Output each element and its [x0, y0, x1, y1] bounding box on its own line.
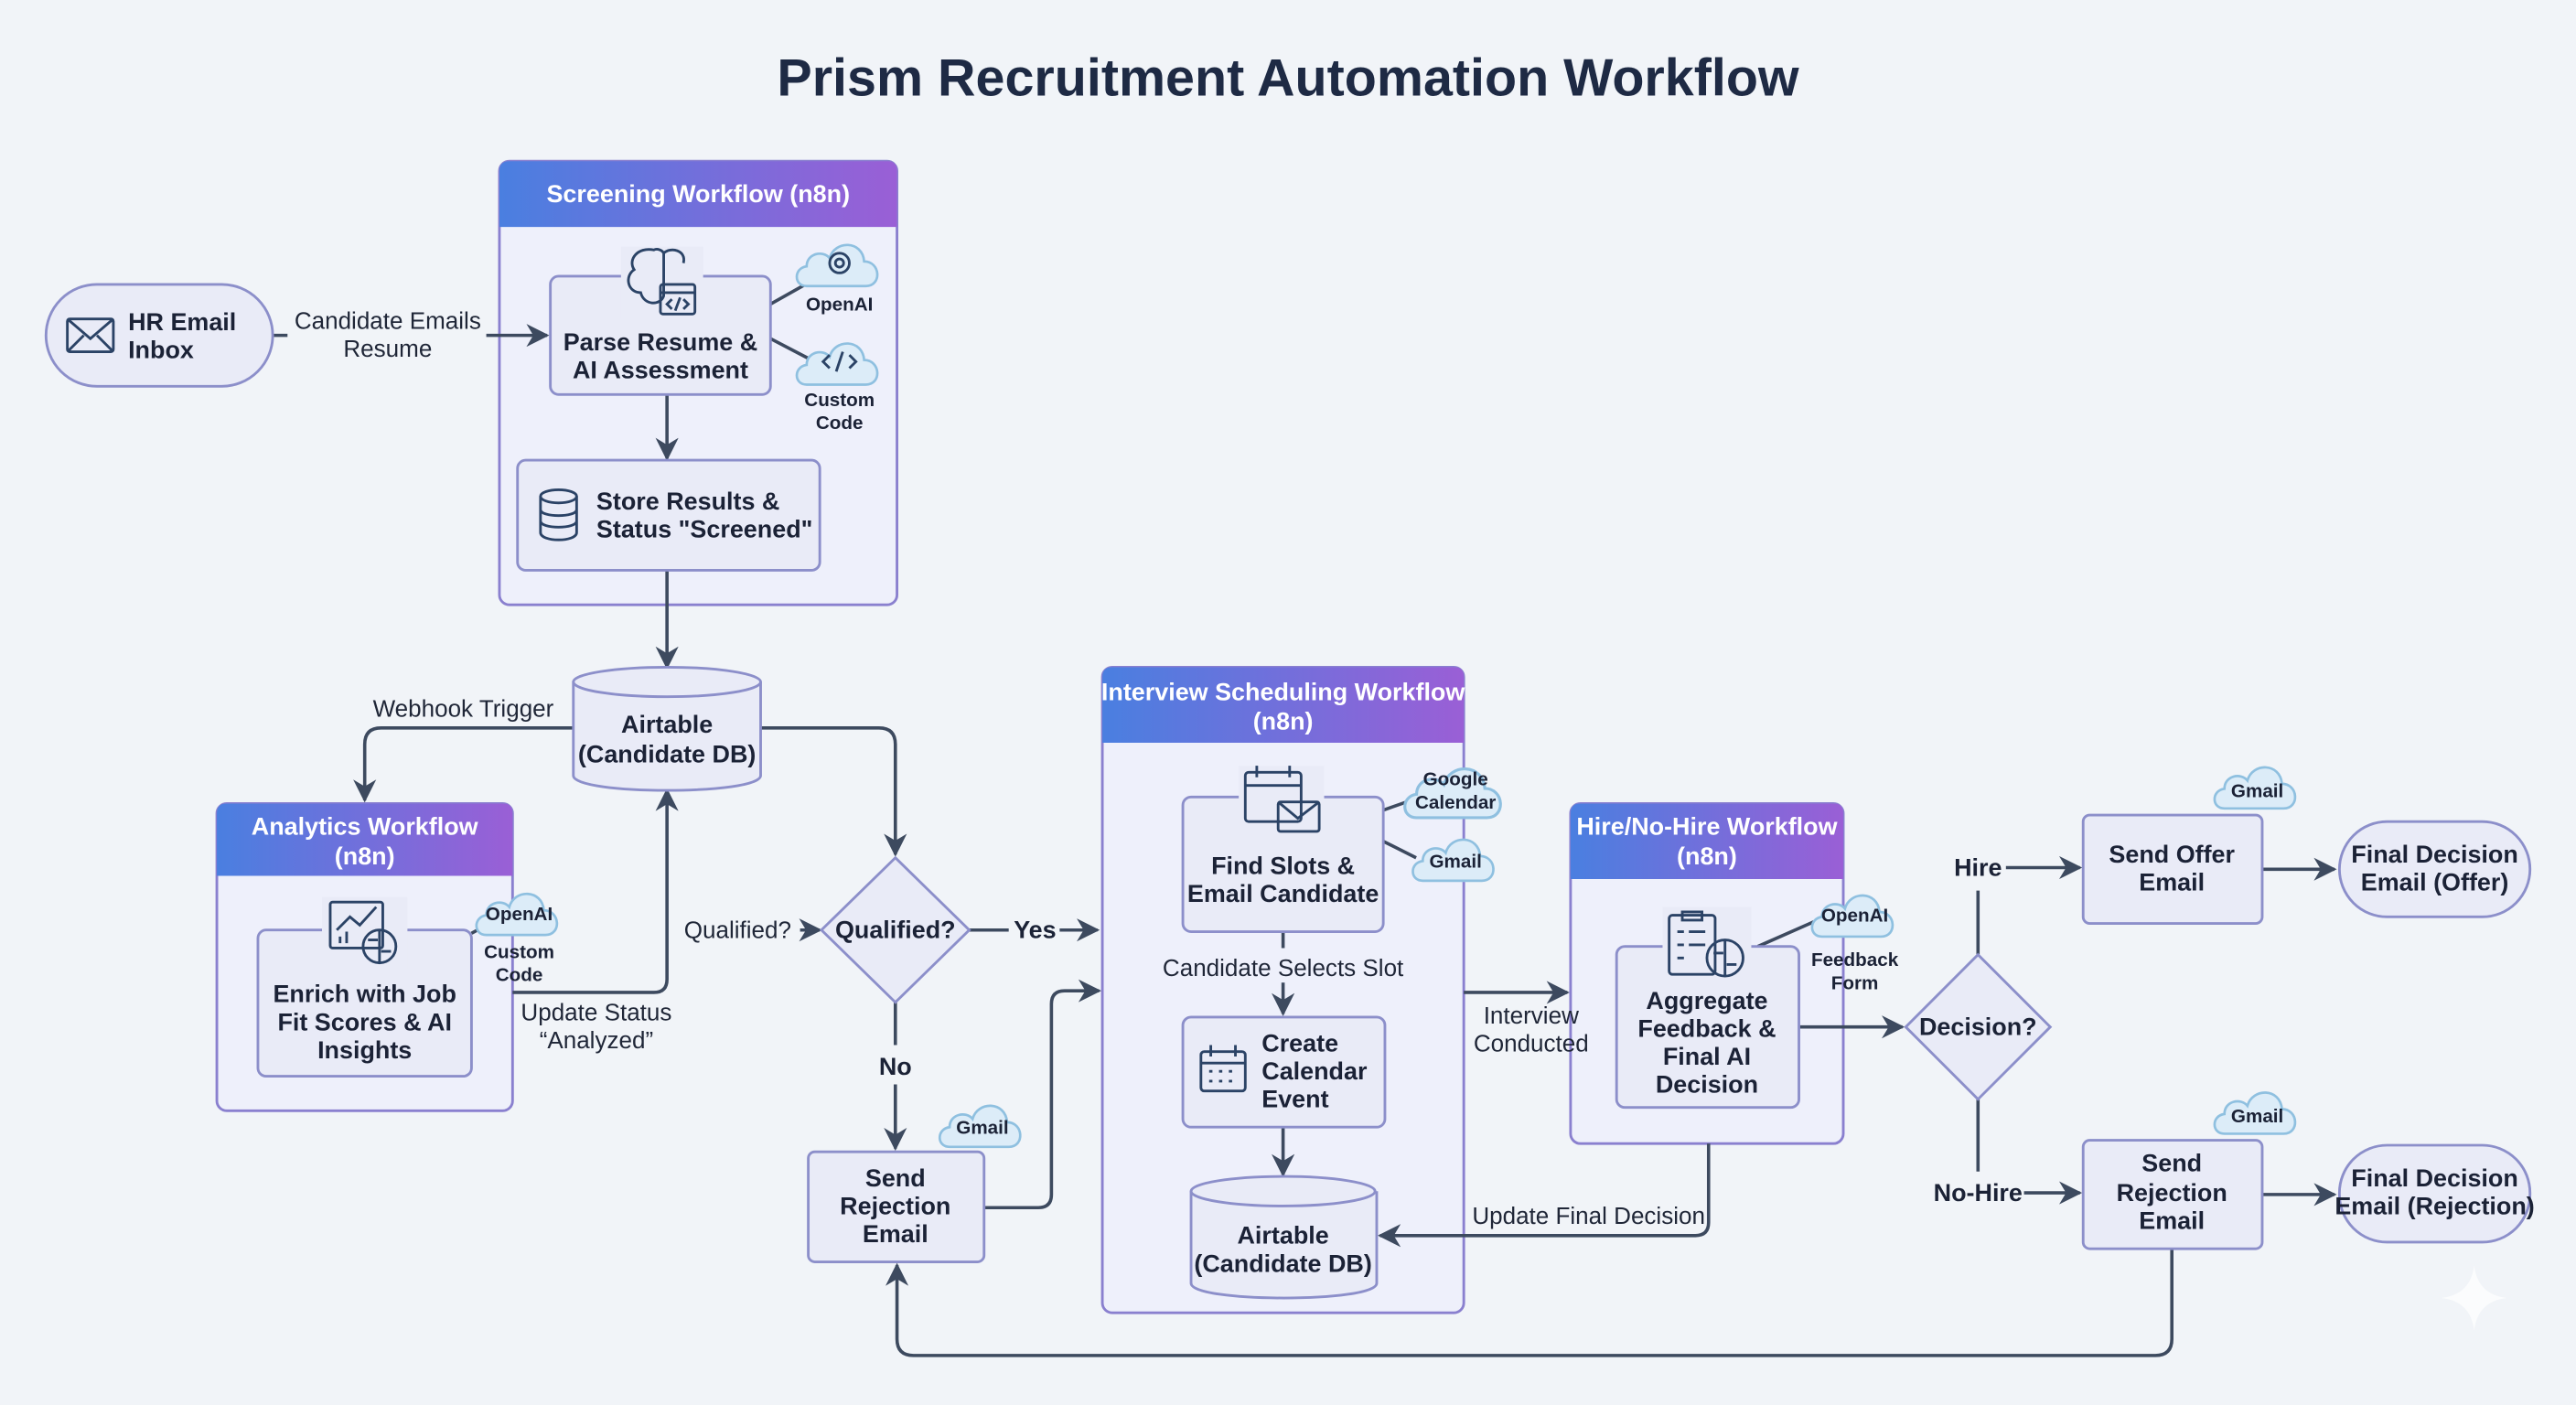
connector-rejection-to-interview [983, 979, 1101, 1210]
database-icon [539, 488, 578, 542]
qualified-label: Qualified? [835, 917, 956, 944]
node-airtable-candidate-db-2[interactable]: Airtable(Candidate DB) [1189, 1174, 1379, 1300]
service-gmail-rejection-2[interactable]: Gmail [2213, 1091, 2297, 1135]
gmail-rejection-2-label: Gmail [2231, 1106, 2283, 1127]
edge-label-update-status: Update Status“Analyzed” [521, 999, 671, 1055]
brain-code-icon [620, 246, 703, 319]
chart-brain-icon [322, 896, 408, 970]
envelope-icon [66, 317, 115, 354]
node-airtable-candidate-db[interactable]: Airtable(Candidate DB) [572, 665, 762, 792]
openai-analytics-label: OpenAI [486, 904, 553, 925]
openai-icon [828, 252, 851, 274]
service-gmail-interview[interactable]: Gmail [1411, 838, 1495, 883]
edge-label-webhook: Webhook Trigger [373, 694, 554, 722]
connectors [273, 281, 2337, 1357]
connector-parse-customcode [769, 337, 810, 360]
edge-label-candidate-selects: Candidate Selects Slot [1163, 954, 1404, 981]
service-gmail-offer[interactable]: Gmail [2213, 766, 2297, 810]
service-gmail-rejection[interactable]: Gmail [938, 1104, 1022, 1149]
service-openai[interactable]: OpenAI [795, 243, 879, 316]
connector-find-gmail [1382, 840, 1417, 860]
connector-aggregate-openai [1756, 920, 1815, 949]
calendar-icon [1199, 1045, 1247, 1093]
openai-hire-label: OpenAI [1821, 906, 1888, 927]
connector-airtable-to-qualified [760, 726, 907, 857]
code-icon [821, 351, 858, 372]
gmail-offer-label: Gmail [2231, 780, 2283, 801]
connector-update-analyzed [512, 788, 679, 994]
edge-label-yes: Yes [1014, 917, 1056, 944]
edge-label-no-hire: No-Hire [1934, 1179, 2023, 1207]
service-openai-hire[interactable]: OpenAI [1810, 894, 1894, 938]
gmail-label: Gmail [956, 1117, 1008, 1138]
connector-rejection2-loop [886, 1249, 2174, 1357]
interview-header: Interview Scheduling Workflow(n8n) [1101, 678, 1465, 735]
diagram-title: Prism Recruitment Automation Workflow [777, 48, 1799, 107]
hire-header: Hire/No-Hire Workflow(n8n) [1576, 813, 1837, 870]
analytics-header: Analytics Workflow(n8n) [252, 813, 478, 870]
airtable-label: Airtable(Candidate DB) [578, 711, 756, 767]
store-results-label: Store Results &Status "Screened" [596, 488, 813, 543]
edge-label-update-final: Update Final Decision [1472, 1202, 1705, 1229]
airtable-2-label: Airtable(Candidate DB) [1194, 1222, 1371, 1278]
edge-label-no: No [879, 1053, 912, 1080]
parse-resume-label: Parse Resume &AI Assessment [564, 328, 758, 384]
node-find-slots[interactable]: Find Slots &Email Candidate [1181, 766, 1385, 933]
connector-webhook [353, 726, 574, 803]
gmail-interview-label: Gmail [1430, 851, 1482, 872]
sparkle-watermark-icon [2441, 1265, 2507, 1331]
find-slots-label: Find Slots &Email Candidate [1187, 853, 1379, 908]
decision-label: Decision? [1919, 1014, 2037, 1041]
openai-label: OpenAI [806, 295, 873, 316]
screening-header: Screening Workflow (n8n) [546, 180, 850, 208]
clipboard-brain-icon [1662, 906, 1752, 983]
connector-update-final [1378, 1143, 1711, 1248]
decision-hire-no-hire[interactable]: Decision? [1904, 952, 2053, 1101]
node-parse-resume[interactable]: Parse Resume &AI Assessment [549, 246, 772, 396]
service-openai-analytics[interactable]: OpenAI [475, 892, 559, 937]
decision-qualified[interactable]: Qualified? [819, 855, 971, 1004]
edge-label-qualified: Qualified? [684, 917, 791, 944]
node-store-results[interactable]: Store Results &Status "Screened" [516, 458, 821, 572]
edge-label-hire: Hire [1954, 853, 2002, 881]
calendar-mail-icon [1239, 766, 1325, 839]
